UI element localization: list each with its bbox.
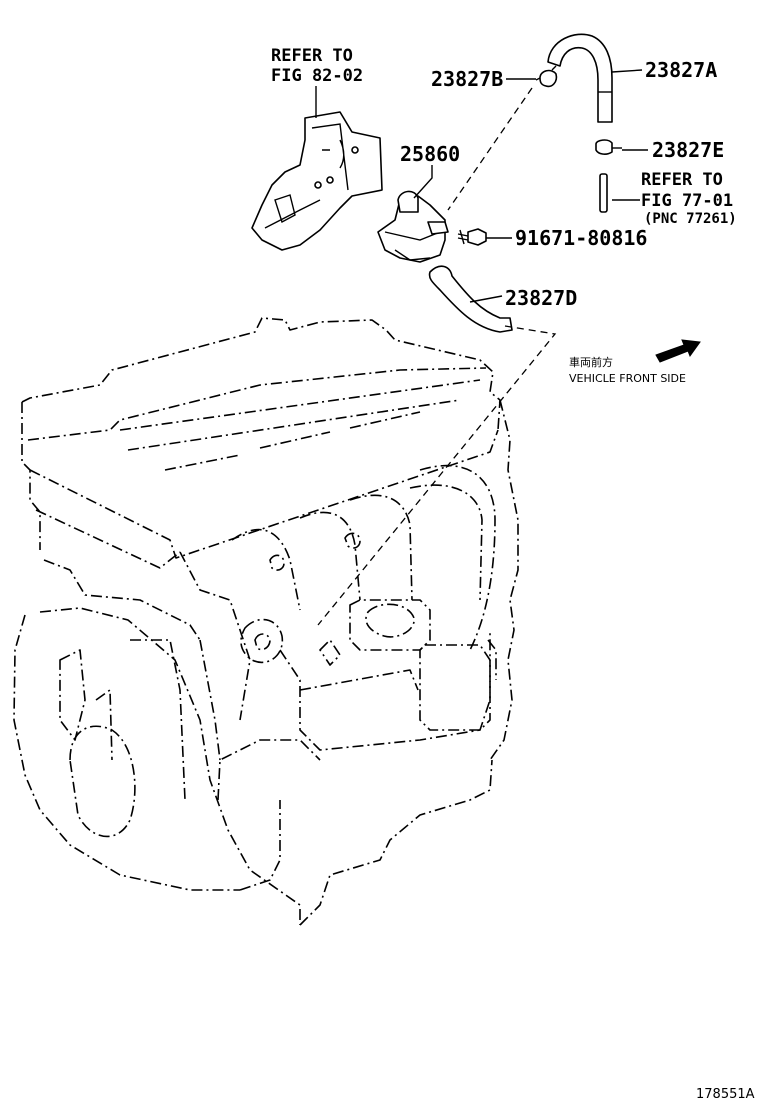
figure-id: 178551A [696,1087,755,1102]
leader-lines [315,69,648,303]
vacuum-switching-valve [377,190,449,263]
part-label-91671[interactable]: 91671-80816 [515,226,647,250]
bolt-part [457,228,487,246]
vehicle-front-arrow-icon [655,339,701,363]
vehicle-front-label-en: VEHICLE FRONT SIDE [569,372,686,385]
engine-block-outline [13,317,519,926]
pipe-part [599,173,608,213]
part-label-23827e[interactable]: 23827E [652,138,724,162]
vehicle-front-label-jp: 車両前方 [569,355,613,369]
refer-77-line3: (PNC 77261) [644,211,737,227]
part-label-23827b[interactable]: 23827B [431,67,503,91]
refer-82-line1: REFER TO [271,46,353,66]
connection-lines [317,87,557,626]
hose-23827a [547,33,613,123]
clamp-23827b [535,65,558,88]
refer-77-line1: REFER TO [641,170,723,190]
refer-82-line2: FIG 82-02 [271,66,363,86]
refer-77-line2: FIG 77-01 [641,191,733,211]
bracket-part [251,111,383,251]
part-label-23827d[interactable]: 23827D [505,286,577,310]
part-label-25860[interactable]: 25860 [400,142,460,166]
part-label-23827a[interactable]: 23827A [645,58,717,82]
cap-23827e [595,139,622,155]
hose-23827d [428,265,513,333]
